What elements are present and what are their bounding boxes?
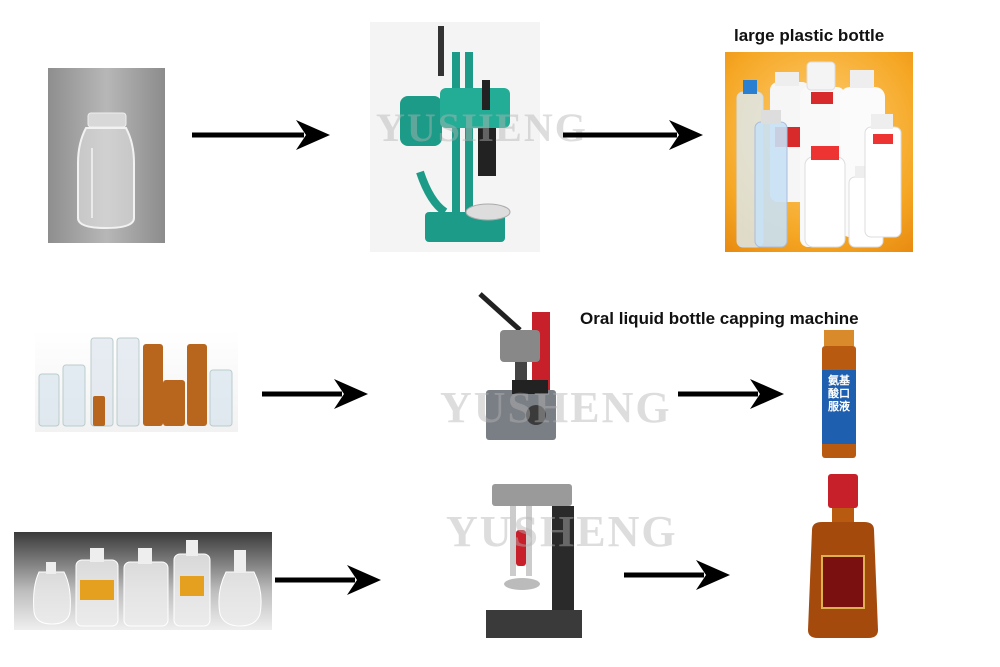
red-crimping-machine-photo: YUSHENG	[440, 290, 670, 450]
gray-capping-machine-photo: YUSHENG	[440, 480, 676, 640]
flow-arrow-4	[678, 377, 786, 411]
oral-liquid-bottle-photo: 氨基酸口服液	[818, 330, 860, 460]
brown-liquor-bottle-photo	[802, 470, 884, 640]
flow-arrow-2	[563, 118, 705, 152]
teal-capping-machine-photo: YUSHENG	[370, 22, 586, 252]
glass-bottle-photo	[48, 68, 165, 243]
vials-photo	[35, 330, 238, 432]
flow-arrow-5	[275, 563, 383, 597]
flow-arrow-1	[192, 118, 332, 152]
oral-liquid-capping-machine-label: Oral liquid bottle capping machine	[580, 309, 859, 328]
plastic-bottles-photo	[725, 52, 913, 252]
watermark-text: YUSHENG	[446, 507, 678, 556]
large-plastic-bottle-label: large plastic bottle	[734, 26, 885, 45]
flow-arrow-3	[262, 377, 370, 411]
watermark-text: YUSHENG	[376, 105, 588, 150]
watermark-text: YUSHENG	[440, 383, 672, 432]
liquor-bottles-photo	[14, 532, 272, 630]
oral-bottle-label-text: 氨基酸口服液	[828, 374, 850, 413]
flow-arrow-6	[624, 558, 732, 592]
